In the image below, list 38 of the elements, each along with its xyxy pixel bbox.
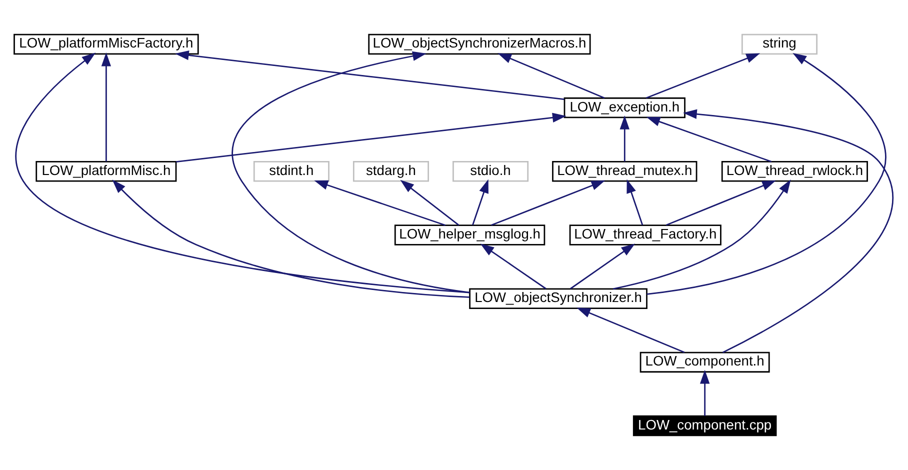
arrow [112,180,470,298]
arrow [400,180,460,226]
node-box: stdio.h [452,161,529,182]
arrow [232,51,470,294]
arrow [646,52,886,295]
arrow [174,50,564,100]
node-box: LOW_thread_Factory.h [569,224,722,246]
arrow [666,180,776,226]
arrow [612,180,791,290]
node-box: LOW_exception.h [564,97,686,118]
arrow [646,116,772,162]
arrow [314,180,446,226]
arrow [626,179,644,226]
arrow [491,180,606,226]
node-box: LOW_helper_msglog.h [394,224,546,246]
arrow [15,52,470,294]
arrow [700,370,710,416]
arrow [498,53,605,99]
node-box: string [741,34,818,55]
arrow [620,115,630,162]
node-box: LOW_platformMiscFactory.h [14,34,199,55]
node-box: stdint.h [253,161,330,182]
node-box: LOW_thread_mutex.h [552,161,698,182]
node-box: LOW_objectSynchronizer.h [469,288,648,309]
arrow [646,53,760,99]
arrow [176,112,566,162]
node-box: stdarg.h [352,161,430,182]
arrow [472,179,488,226]
arrow [570,244,636,290]
node-box: LOW_component.h [640,352,770,373]
node-box: LOW_component.cpp [632,415,777,436]
node-box: LOW_platformMisc.h [36,161,177,182]
arrow [480,244,546,290]
node-box: LOW_objectSynchronizerMacros.h [368,34,591,55]
arrow [682,109,894,354]
arrow [101,52,112,162]
node-box: LOW_thread_rwlock.h [721,161,868,182]
arrow [576,308,685,353]
